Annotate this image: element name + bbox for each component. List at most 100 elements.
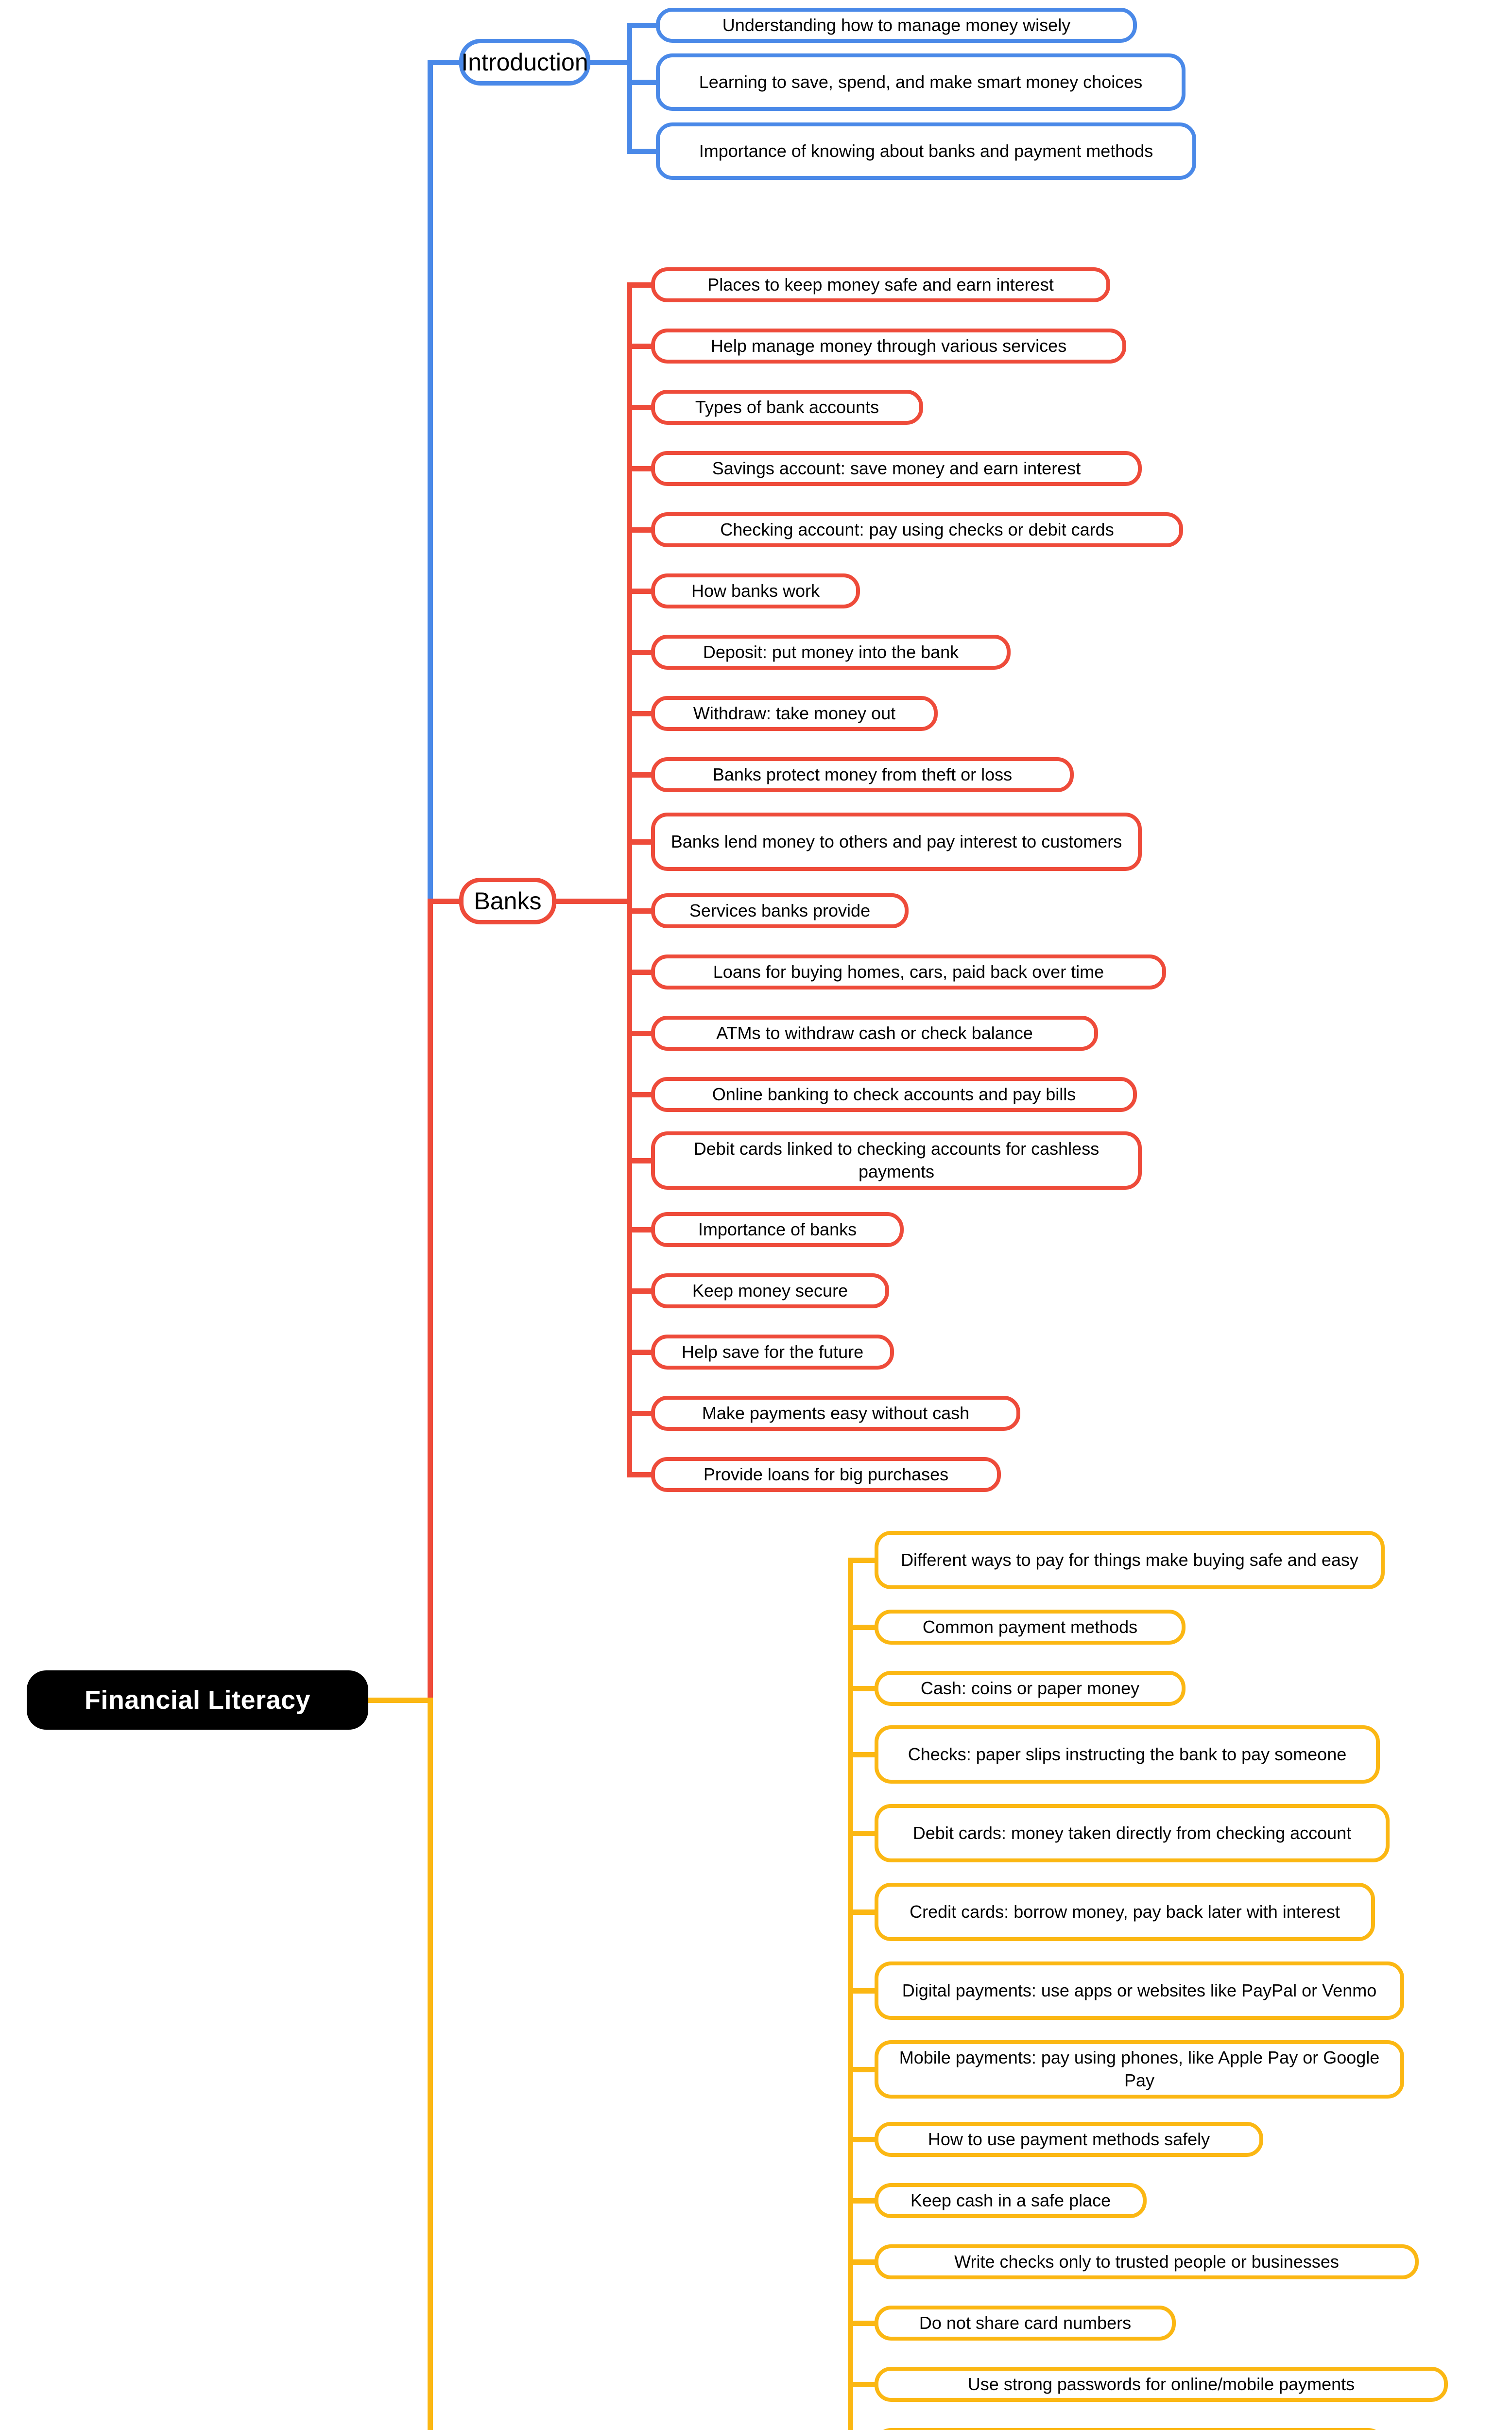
leaf-spine-introduction <box>627 22 632 154</box>
leaf-node: Cash: coins or paper money <box>875 1671 1186 1706</box>
leaf-node: Banks lend money to others and pay inter… <box>651 813 1142 871</box>
leaf-node: ATMs to withdraw cash or check balance <box>651 1016 1098 1051</box>
leaf-node: Digital payments: use apps or websites l… <box>875 1961 1404 2020</box>
leaf-link-banks-12 <box>627 1030 656 1036</box>
leaf-label: Withdraw: take money out <box>693 703 896 723</box>
leaf-node: How to use payment methods safely <box>875 2122 1263 2157</box>
leaf-link-methods-9 <box>848 2198 880 2204</box>
leaf-node: Common payment methods <box>875 1610 1186 1645</box>
leaf-label: Mobile payments: pay using phones, like … <box>899 2048 1380 2090</box>
leaf-link-banks-11 <box>627 969 656 975</box>
trunk-banks <box>428 898 433 1703</box>
leaf-node: Understanding how to manage money wisely <box>656 8 1137 43</box>
leaf-label: Savings account: save money and earn int… <box>712 458 1081 478</box>
leaf-label: How banks work <box>691 580 820 601</box>
branch-label-introduction: Introduction <box>461 48 588 76</box>
branch-label-banks: Banks <box>474 887 542 915</box>
leaf-link-methods-0 <box>848 1557 880 1563</box>
leaf-label: Write checks only to trusted people or b… <box>954 2251 1339 2272</box>
leaf-node: Debit cards linked to checking accounts … <box>651 1131 1142 1190</box>
leaf-node: How banks work <box>651 573 860 608</box>
leaf-label: Different ways to pay for things make bu… <box>901 1549 1358 1570</box>
leaf-node: Make payments easy without cash <box>651 1396 1020 1431</box>
leaf-label: Make payments easy without cash <box>702 1403 970 1423</box>
leaf-label: Keep money secure <box>692 1280 848 1301</box>
trunk-introduction <box>428 59 433 1703</box>
leaf-link-introduction-1 <box>627 79 661 85</box>
leaf-label: Do not share card numbers <box>919 2312 1132 2333</box>
leaf-link-banks-9 <box>627 839 656 845</box>
leaf-node: Debit cards: money taken directly from c… <box>875 1804 1390 1862</box>
leaf-link-introduction-0 <box>627 22 661 28</box>
root-link-methods <box>368 1697 433 1703</box>
leaf-link-banks-16 <box>627 1288 656 1294</box>
leaf-link-banks-8 <box>627 772 656 778</box>
leaf-node: Help manage money through various servic… <box>651 329 1126 364</box>
leaf-node: Loans for buying homes, cars, paid back … <box>651 955 1166 989</box>
leaf-node: Regularly check bank accounts for accura… <box>875 2428 1385 2430</box>
leaf-link-banks-6 <box>627 649 656 655</box>
leaf-link-methods-7 <box>848 2066 880 2072</box>
leaf-label: Cash: coins or paper money <box>920 1678 1140 1698</box>
leaf-node: Use strong passwords for online/mobile p… <box>875 2367 1448 2402</box>
root-node: Financial Literacy <box>27 1670 368 1730</box>
leaf-link-methods-11 <box>848 2320 880 2326</box>
leaf-label: Common payment methods <box>922 1616 1138 1637</box>
leaf-node: Withdraw: take money out <box>651 696 938 731</box>
leaf-node: Learning to save, spend, and make smart … <box>656 53 1186 111</box>
leaf-link-banks-0 <box>627 282 656 288</box>
leaf-label: How to use payment methods safely <box>928 2129 1210 2149</box>
leaf-node: Provide loans for big purchases <box>651 1457 1001 1492</box>
branch-link-banks <box>428 898 464 904</box>
leaf-label: Banks protect money from theft or loss <box>712 764 1013 784</box>
branch-node-introduction: Introduction <box>459 39 590 86</box>
leaf-node: Banks protect money from theft or loss <box>651 757 1074 792</box>
leaf-node: Checks: paper slips instructing the bank… <box>875 1725 1380 1784</box>
leaf-spine-methods <box>848 1557 853 2430</box>
leaf-label: Checks: paper slips instructing the bank… <box>908 1744 1347 1764</box>
leaf-node: Savings account: save money and earn int… <box>651 451 1142 486</box>
leaf-link-banks-7 <box>627 711 656 716</box>
leaf-link-banks-5 <box>627 588 656 594</box>
branch-stem-link-banks <box>556 898 632 904</box>
leaf-label: Banks lend money to others and pay inter… <box>670 831 1122 851</box>
leaf-node: Places to keep money safe and earn inter… <box>651 267 1110 302</box>
leaf-link-methods-5 <box>848 1909 880 1915</box>
leaf-label: Help save for the future <box>681 1341 864 1362</box>
leaf-label: Help manage money through various servic… <box>710 335 1067 356</box>
root-label: Financial Literacy <box>84 1685 311 1715</box>
leaf-label: Keep cash in a safe place <box>910 2190 1111 2210</box>
branch-stem-link-introduction <box>590 59 632 65</box>
leaf-label: Debit cards: money taken directly from c… <box>912 1822 1352 1843</box>
leaf-label: Places to keep money safe and earn inter… <box>707 274 1054 295</box>
leaf-link-methods-6 <box>848 1988 880 1994</box>
leaf-node: Keep cash in a safe place <box>875 2183 1147 2218</box>
trunk-methods <box>428 1697 433 2430</box>
leaf-node: Checking account: pay using checks or de… <box>651 512 1183 547</box>
leaf-link-methods-2 <box>848 1685 880 1691</box>
leaf-node: Do not share card numbers <box>875 2306 1176 2341</box>
leaf-spine-banks <box>627 282 632 1477</box>
leaf-label: Deposit: put money into the bank <box>703 642 959 662</box>
leaf-node: Deposit: put money into the bank <box>651 635 1011 670</box>
leaf-link-methods-4 <box>848 1830 880 1836</box>
leaf-link-banks-15 <box>627 1227 656 1232</box>
leaf-link-methods-10 <box>848 2259 880 2265</box>
leaf-node: Services banks provide <box>651 893 909 928</box>
leaf-label: Understanding how to manage money wisely <box>722 15 1071 35</box>
leaf-link-methods-12 <box>848 2381 880 2387</box>
leaf-label: Learning to save, spend, and make smart … <box>699 71 1143 92</box>
branch-node-banks: Banks <box>459 878 556 924</box>
leaf-link-methods-1 <box>848 1624 880 1630</box>
leaf-label: Importance of knowing about banks and pa… <box>699 140 1153 161</box>
leaf-label: Credit cards: borrow money, pay back lat… <box>910 1901 1340 1922</box>
leaf-link-banks-1 <box>627 343 656 349</box>
leaf-link-introduction-2 <box>627 148 661 154</box>
leaf-node: Mobile payments: pay using phones, like … <box>875 2040 1404 2099</box>
leaf-label: Loans for buying homes, cars, paid back … <box>713 961 1104 982</box>
leaf-node: Types of bank accounts <box>651 390 923 425</box>
leaf-link-banks-2 <box>627 404 656 410</box>
leaf-link-banks-18 <box>627 1410 656 1416</box>
leaf-label: Online banking to check accounts and pay… <box>712 1084 1076 1104</box>
